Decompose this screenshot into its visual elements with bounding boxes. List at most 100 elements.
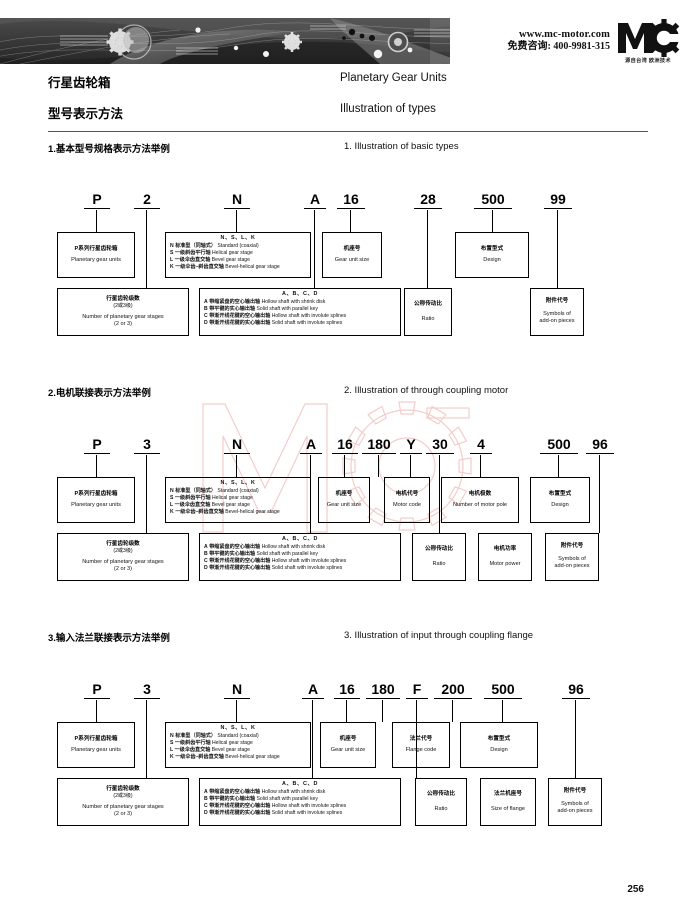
nslk-cn-1: 一级斜齿平行轴 <box>174 249 211 256</box>
box-label-en2: (2 or 3) <box>113 811 133 817</box>
nslk-en-2: Bevel gear stage <box>211 501 250 508</box>
box-label-cn2: (2或3级) <box>113 303 133 309</box>
box-s2-ratio: 公称传动比 Ratio <box>412 533 466 581</box>
leader-s2-7 <box>439 455 440 533</box>
abcd-code-2: C <box>204 802 208 809</box>
box-s2-stages: 行星齿轮级数 (2或3级) Number of planetary gear s… <box>57 533 189 581</box>
code-s3-5: 180 <box>366 682 400 699</box>
box-label-cn: 附件代号 <box>563 788 587 795</box>
doc-subtitle-en: Illustration of types <box>340 103 436 115</box>
box-label-en1: Symbols of <box>558 555 586 562</box>
nslk-code-1: S <box>170 249 174 256</box>
nslk-cn-0: 标准型（同轴式） <box>175 487 216 494</box>
code-s1-0: P <box>84 192 110 209</box>
nslk-code-2: L <box>170 746 174 753</box>
abcd-cn-2: 带渐开线花键的空心输出轴 <box>209 802 271 809</box>
nslk-en-3: Bevel-helical gear stage <box>225 509 280 516</box>
box-s2-motorpole: 电机极数 Number of motor pole <box>441 477 519 523</box>
leader-s3-3 <box>312 700 313 778</box>
box-label-en: Planetary gear units <box>71 501 121 508</box>
box-label-cn: 布置型式 <box>487 736 511 742</box>
leader-s1-4 <box>350 210 351 232</box>
abcd-en-0: Hollow shaft with shrink disk <box>261 543 326 550</box>
abcd-cn-3: 带渐开线花键的实心输出轴 <box>209 810 271 817</box>
header-brand-block: www.mc-motor.com 免费咨询: 400-9981-315 <box>450 18 680 64</box>
box-label-en: Design <box>551 501 569 508</box>
leader-s1-2 <box>236 210 237 232</box>
box-s3-addon: 附件代号 Symbols of add-on pieces <box>548 778 602 826</box>
abcd-en-2: Hollow shaft with involute splines <box>271 802 347 809</box>
abcd-cn-1: 带平键的实心输出轴 <box>209 795 256 802</box>
box-label-cn: 电机功率 <box>493 545 517 552</box>
box-s1-ratio: 公称传动比 Ratio <box>404 288 452 336</box>
box-label-cn2: (2或3级) <box>113 548 133 554</box>
box-label-cn: 机座号 <box>343 246 361 252</box>
nslk-code-2: L <box>170 501 174 508</box>
box-s2-motorcode: 电机代号 Motor code <box>384 477 430 523</box>
box-s1-series: P系列行星齿轮箱 Planetary gear units <box>57 232 135 278</box>
leader-s2-6 <box>410 455 411 477</box>
abcd-cn-0: 带缩紧盘的空心输出轴 <box>209 298 261 305</box>
box-label-en2: (2 or 3) <box>113 321 133 327</box>
box-label-en: Design <box>483 256 501 263</box>
box-label-cn: 电机代号 <box>395 491 419 497</box>
abcd-en-3: Solid shaft with involute splines <box>271 565 343 572</box>
nslk-code-3: K <box>170 264 174 271</box>
box-s1-size: 机座号 Gear unit size <box>322 232 382 278</box>
leader-s3-1 <box>146 700 147 778</box>
box-label-cn: 机座号 <box>335 491 353 497</box>
nslk-cn-3: 一级伞齿–斜齿直交轴 <box>175 509 224 516</box>
website-url[interactable]: www.mc-motor.com <box>518 29 610 41</box>
box-label-cn: 行星齿轮级数 <box>106 785 140 792</box>
box-s1-design: 布置型式 Design <box>455 232 529 278</box>
nslk-cn-0: 标准型（同轴式） <box>175 732 216 739</box>
nslk-code-2: L <box>170 256 174 263</box>
leader-s2-0 <box>96 455 97 477</box>
leader-s2-1 <box>146 455 147 533</box>
abcd-en-3: Solid shaft with involute splines <box>271 810 343 817</box>
code-s1-4: 16 <box>337 192 365 209</box>
box-label-cn: P系列行星齿轮箱 <box>74 736 118 742</box>
box-label-cn: 公称传动比 <box>414 300 442 307</box>
abcd-cn-1: 带平键的实心输出轴 <box>209 305 256 312</box>
box-label-en2: (2 or 3) <box>113 566 133 572</box>
box-label-en: Gear unit size <box>326 501 362 508</box>
box-label-en: Planetary gear units <box>71 746 121 753</box>
nslk-code-0: N <box>170 242 174 249</box>
title-divider <box>48 131 648 132</box>
leader-s2-10 <box>599 455 600 533</box>
nslk-header: N、S、L、K <box>220 235 256 241</box>
code-s2-3: A <box>300 437 322 454</box>
box-s3-flangecode: 法兰代号 Flange code <box>392 722 450 768</box>
mc-logo: 源自台湾 欧洲技术 <box>616 19 680 64</box>
code-s3-3: A <box>302 682 324 699</box>
box-label-cn: 法兰代号 <box>409 736 433 742</box>
box-label-en2: add-on pieces <box>557 808 593 815</box>
code-s3-9: 96 <box>562 682 590 699</box>
title-row-1: 行星齿轮箱 Planetary Gear Units <box>48 72 648 92</box>
box-s2-size: 机座号 Gear unit size <box>318 477 370 523</box>
abcd-code-0: A <box>204 543 208 550</box>
box-label-cn: 布置型式 <box>480 246 504 252</box>
code-s1-6: 500 <box>474 192 512 209</box>
code-s2-5: 180 <box>362 437 396 454</box>
doc-title-en: Planetary Gear Units <box>340 72 447 84</box>
code-s2-7: 30 <box>426 437 454 454</box>
abcd-cn-0: 带缩紧盘的空心输出轴 <box>209 543 261 550</box>
leader-s3-4 <box>346 700 347 722</box>
box-label-cn: P系列行星齿轮箱 <box>74 491 118 497</box>
nslk-code-0: N <box>170 732 174 739</box>
code-s2-4: 16 <box>332 437 358 454</box>
nslk-cn-2: 一级伞齿直交轴 <box>174 501 211 508</box>
